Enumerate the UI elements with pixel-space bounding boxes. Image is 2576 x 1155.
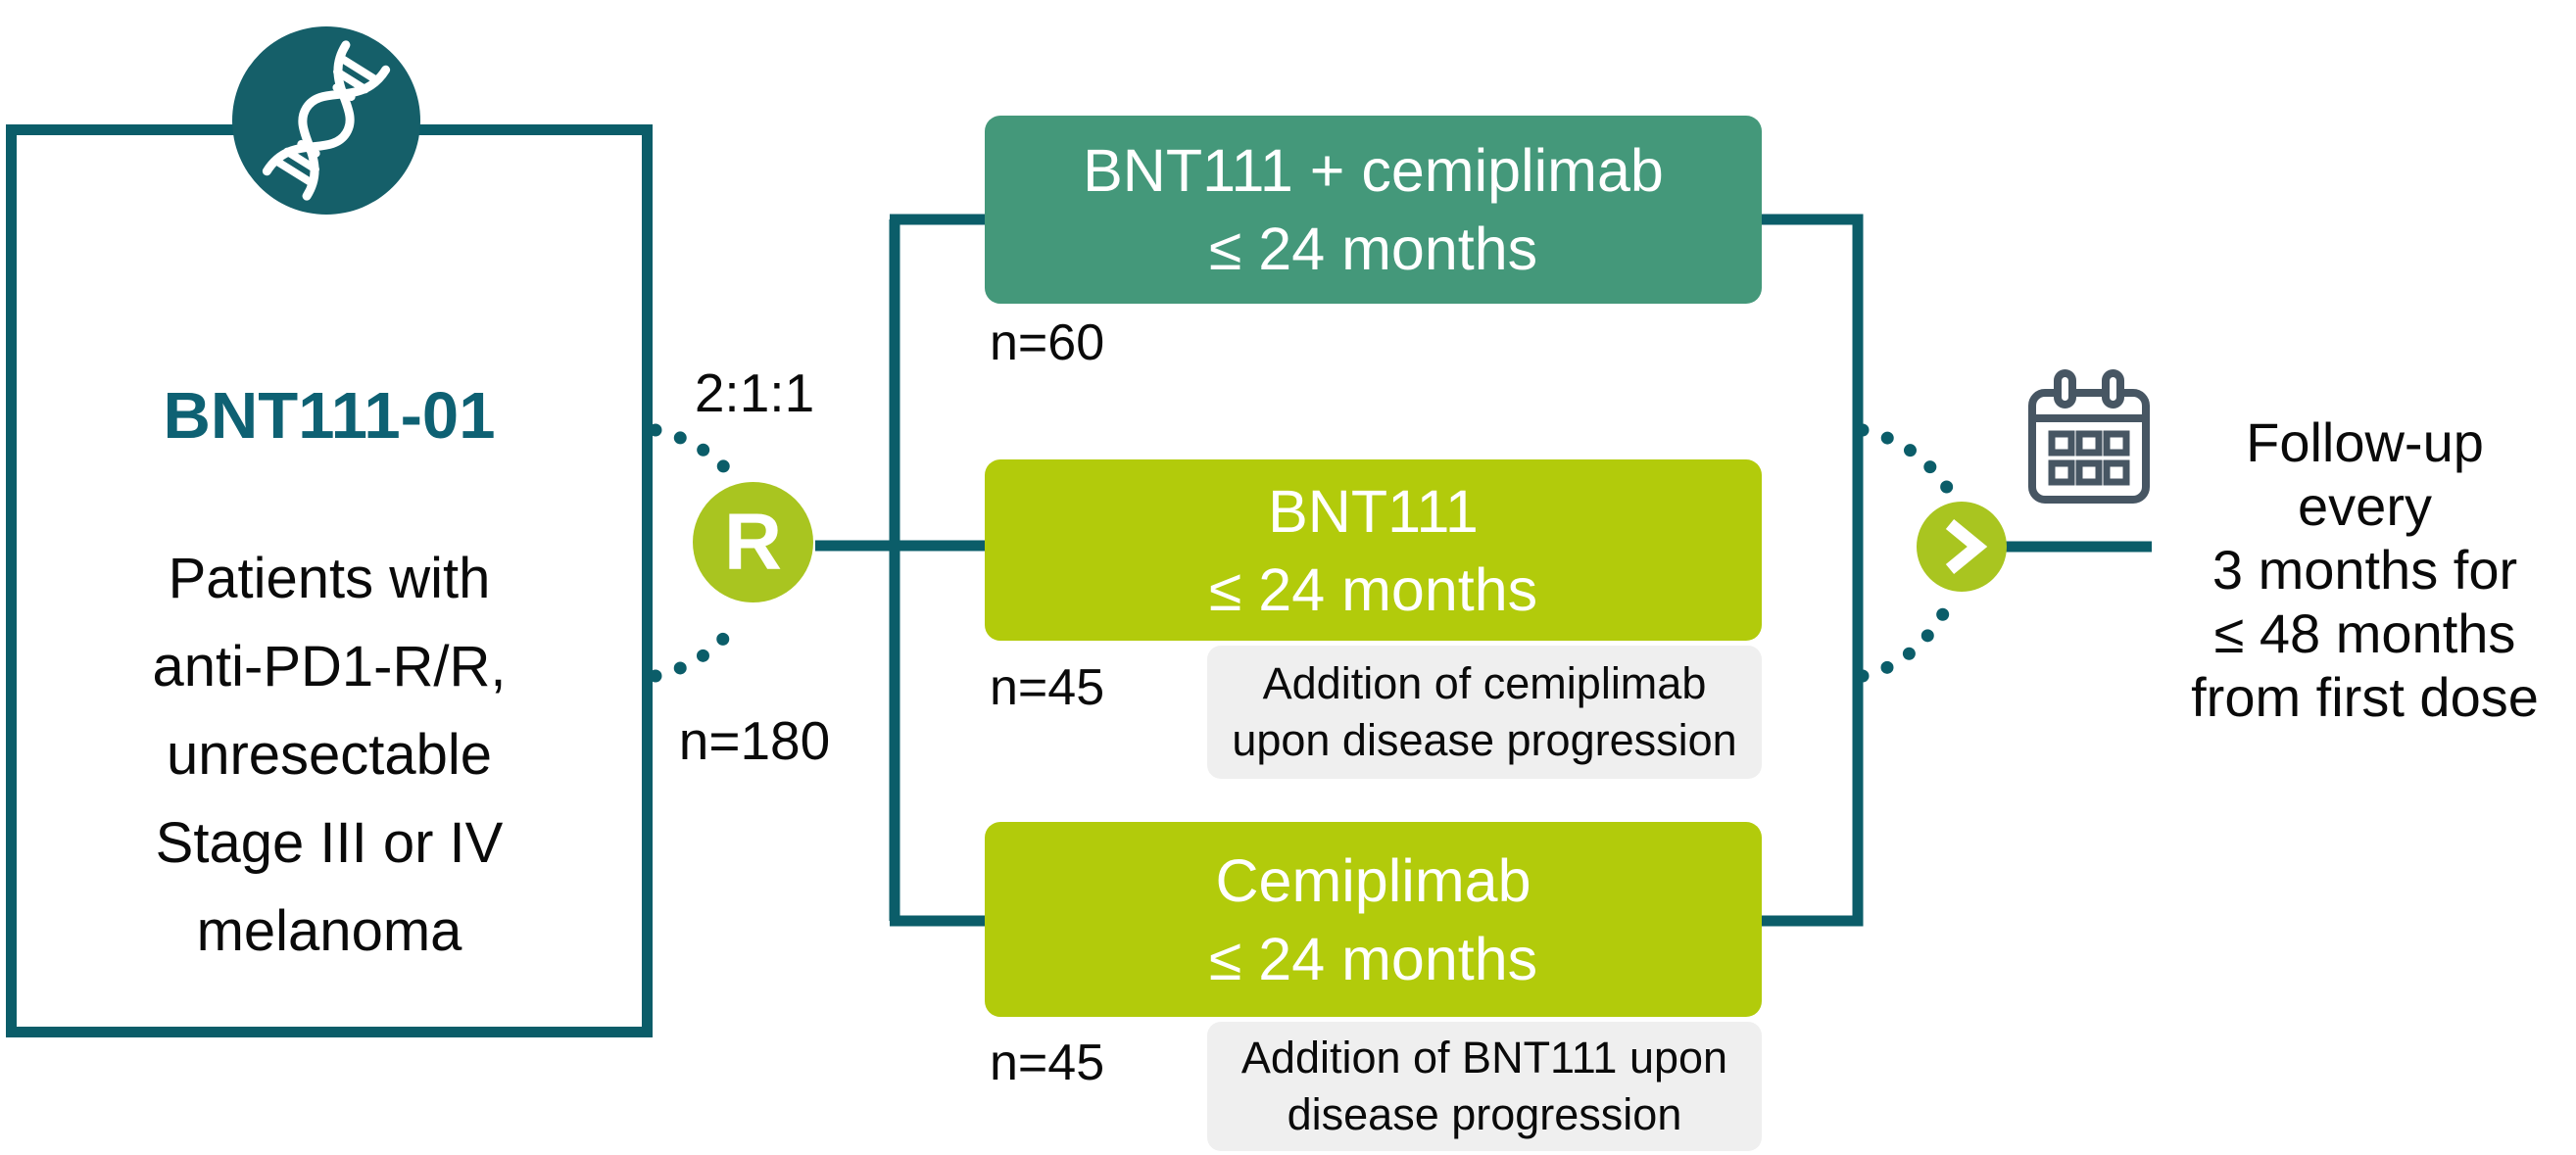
- right-lower-dotted-arc: [1856, 595, 1957, 683]
- follow-up-line: from first dose: [2191, 666, 2539, 728]
- arm-box-bnt111: BNT111 ≤ 24 months: [985, 459, 1762, 641]
- arm-crossover-note: Addition of cemiplimab upon disease prog…: [1207, 646, 1762, 779]
- note-line: Addition of BNT111 upon: [1240, 1033, 1728, 1083]
- follow-up-line: every: [2298, 475, 2432, 537]
- arm-duration: ≤ 24 months: [1208, 216, 1538, 282]
- randomization-badge: R: [693, 482, 813, 602]
- arm-crossover-note: Addition of BNT111 upon disease progress…: [1207, 1022, 1762, 1151]
- right-bracket-line: [1761, 214, 1864, 927]
- chevron-right-icon: [1917, 502, 2007, 592]
- arm-name: Cemiplimab: [1215, 846, 1531, 914]
- left-lower-dotted-arc: [649, 614, 745, 683]
- total-enrollment-label: n=180: [678, 710, 831, 771]
- arm-n-label: n=60: [990, 314, 1105, 371]
- follow-up-line: Follow-up: [2246, 411, 2484, 473]
- follow-up-line: 3 months for: [2211, 539, 2518, 601]
- follow-up-text: Follow-up every 3 months for ≤ 48 months…: [2154, 410, 2576, 729]
- study-title: BNT111-01: [163, 379, 496, 453]
- arm-box-cemiplimab: Cemiplimab ≤ 24 months: [985, 822, 1762, 1017]
- note-line: upon disease progression: [1232, 715, 1737, 765]
- note-line: Addition of cemiplimab: [1262, 658, 1707, 708]
- arm-duration: ≤ 24 months: [1208, 555, 1538, 623]
- arm-name: BNT111 + cemiplimab: [1083, 137, 1664, 204]
- arm-name: BNT111: [1268, 477, 1479, 545]
- note-line: disease progression: [1287, 1089, 1682, 1139]
- arm-duration: ≤ 24 months: [1208, 925, 1538, 992]
- population-line: anti-PD1-R/R,: [152, 635, 507, 698]
- population-line: Patients with: [168, 547, 491, 610]
- arm-n-label: n=45: [990, 1035, 1105, 1091]
- left-upper-dotted-arc: [649, 423, 745, 490]
- arm-box-bnt111-cemiplimab: BNT111 + cemiplimab ≤ 24 months: [985, 116, 1762, 304]
- dna-helix-icon: [232, 26, 420, 215]
- population-line: melanoma: [196, 899, 462, 963]
- right-upper-dotted-arc: [1856, 423, 1957, 499]
- arm-n-label: n=45: [990, 659, 1105, 716]
- population-line: Stage III or IV: [155, 811, 504, 875]
- study-population-text: Patients with anti-PD1-R/R, unresectable…: [6, 535, 653, 976]
- population-line: unresectable: [166, 723, 493, 787]
- randomization-ratio: 2:1:1: [694, 362, 815, 423]
- follow-up-line: ≤ 48 months: [2213, 602, 2516, 664]
- chevron-glyph: [1945, 518, 1988, 575]
- calendar-icon: [2028, 369, 2150, 504]
- randomization-symbol: R: [723, 497, 783, 587]
